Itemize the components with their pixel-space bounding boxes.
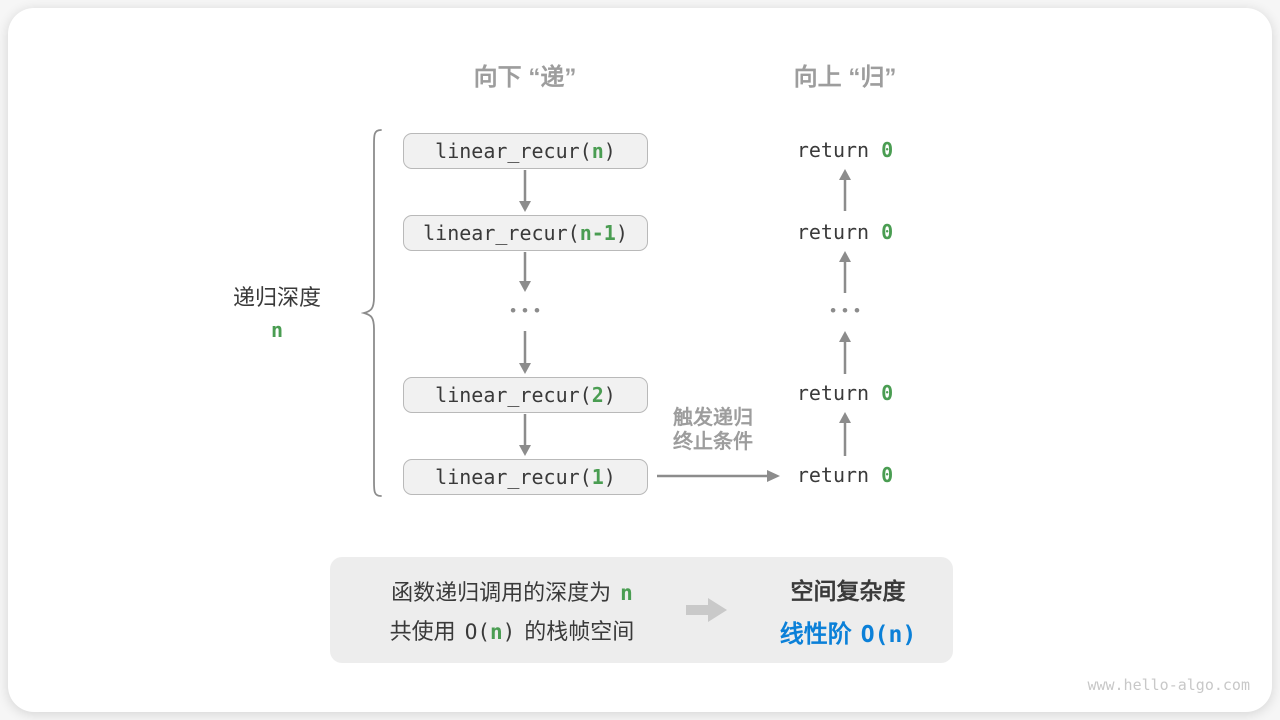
code-text: linear_recur( [435, 465, 592, 489]
down-arrow-icon [519, 331, 531, 374]
summary-line-1: 函数递归调用的深度为 n [391, 575, 633, 607]
watermark: www.hello-algo.com [1087, 676, 1250, 694]
return-keyword: return [796, 220, 882, 244]
call-box-n: linear_recur(n) [403, 133, 648, 169]
complexity-big-o: O(n) [860, 621, 917, 648]
big-o-n: n [489, 619, 503, 644]
summary-text: 共使用 [389, 618, 456, 644]
code-text: ) [615, 221, 628, 245]
big-o-close: ) [502, 619, 516, 644]
return-row: return 0 [745, 462, 945, 488]
return-value: 0 [881, 138, 894, 162]
termination-condition-label: 触发递归 终止条件 [648, 406, 778, 454]
code-arg: n-1 [579, 221, 616, 245]
return-keyword: return [796, 138, 882, 162]
big-o-open: O( [464, 619, 490, 644]
up-arrow-icon [839, 251, 851, 293]
space-complexity-title: 空间复杂度 [790, 577, 906, 604]
recursion-depth-label: 递归深度 [232, 285, 321, 310]
return-keyword: return [796, 463, 882, 487]
code-text: ) [603, 383, 616, 407]
code-text: ) [603, 465, 616, 489]
down-arrow-icon [519, 252, 531, 292]
call-box-n-1: linear_recur(n-1) [403, 215, 648, 251]
down-arrow-icon [519, 170, 531, 212]
complexity-order-label: 线性阶 [779, 620, 852, 648]
call-box-2: linear_recur(2) [403, 377, 648, 413]
down-arrow-icon [519, 414, 531, 456]
return-row: return 0 [745, 137, 945, 163]
header-downward-recurse: 向下 “递” [473, 64, 577, 91]
header-upward-return: 向上 “归” [793, 64, 897, 91]
call-box-1: linear_recur(1) [403, 459, 648, 495]
code-arg: n [591, 139, 604, 163]
return-keyword: return [796, 381, 882, 405]
summary-text: 函数递归调用的深度为 [391, 579, 612, 605]
implies-arrow-icon [686, 598, 727, 622]
right-arrow-icon [657, 470, 780, 482]
return-row: return 0 [745, 380, 945, 406]
termination-line-1: 触发递归 [673, 407, 753, 429]
summary-text: 的栈帧空间 [524, 618, 635, 644]
summary-box [330, 557, 953, 663]
return-column-ellipsis: ••• [830, 301, 866, 320]
up-arrow-icon [839, 331, 851, 374]
summary-n: n [620, 580, 633, 605]
return-value: 0 [881, 381, 894, 405]
summary-line-2: 共使用 O(n) 的栈帧空间 [390, 614, 635, 646]
up-arrow-icon [839, 169, 851, 211]
recursion-depth-value: n [270, 318, 284, 342]
call-stack-ellipsis: ••• [510, 301, 546, 320]
code-arg: 2 [591, 383, 604, 407]
return-row: return 0 [745, 219, 945, 245]
termination-line-2: 终止条件 [673, 431, 753, 453]
summary-result: 空间复杂度 线性阶 O(n) [748, 557, 948, 663]
code-text: linear_recur( [435, 139, 592, 163]
return-value: 0 [881, 463, 894, 487]
return-value: 0 [881, 220, 894, 244]
code-text: linear_recur( [435, 383, 592, 407]
space-complexity-value: 线性阶 O(n) [780, 614, 916, 649]
code-arg: 1 [591, 465, 604, 489]
depth-brace [361, 129, 382, 497]
code-text: ) [603, 139, 616, 163]
code-text: linear_recur( [423, 221, 580, 245]
up-arrow-icon [839, 412, 851, 456]
